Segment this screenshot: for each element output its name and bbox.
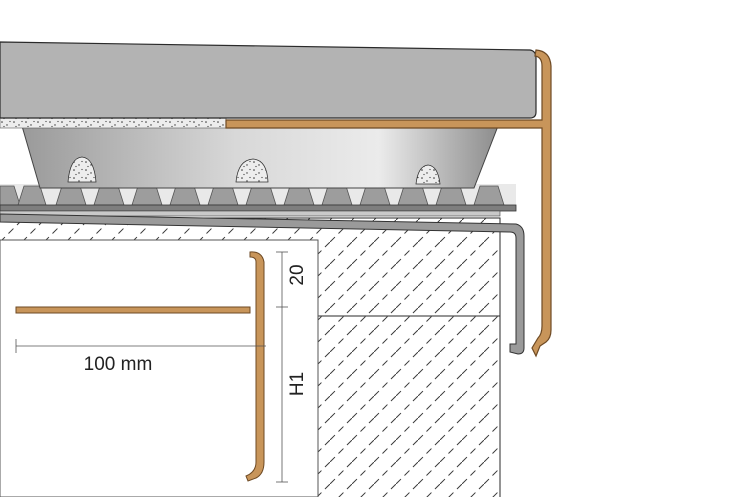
- uncoupling-membrane: [0, 184, 517, 217]
- profile-height-label: H1: [287, 372, 308, 396]
- tile-slab: [0, 41, 537, 119]
- adhesive-bed: [21, 125, 499, 189]
- drip-edge-angle: [0, 213, 525, 355]
- profile-horizontal-leg: [15, 306, 251, 314]
- profile-vertical-leg: [245, 251, 265, 482]
- installed-profile: [225, 49, 552, 358]
- width-dimension: 100 mm: [15, 339, 266, 375]
- height-dimension: 20 H1: [276, 251, 308, 483]
- mortar-layer: [0, 117, 227, 129]
- flange-height-label: 20: [287, 264, 308, 285]
- profile-detail-panel: 100 mm 20 H1: [0, 239, 319, 497]
- width-label: 100 mm: [84, 354, 153, 375]
